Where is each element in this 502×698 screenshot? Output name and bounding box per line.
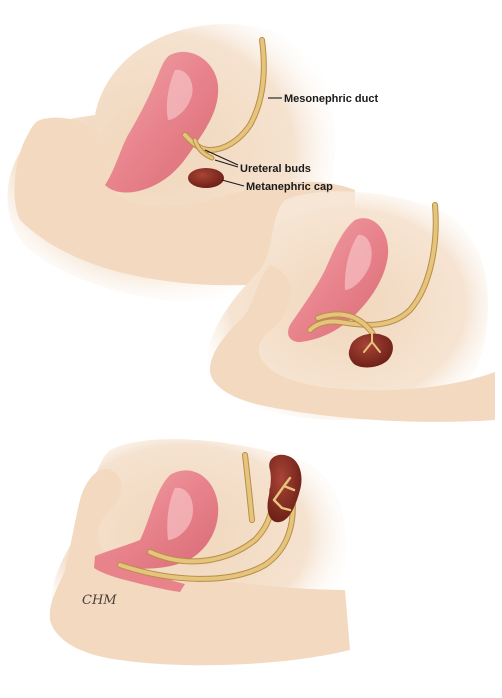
urethra [94,556,185,592]
tissue-body [49,469,350,666]
panel-ascended-kidney: CHM [49,439,350,666]
metanephric-cap-blob [188,168,224,188]
tissue-body [210,265,495,422]
bladder-highlight [166,69,193,120]
metanephros [348,333,393,368]
bladder-highlight [167,487,193,540]
leader-ureteral-buds-2 [214,159,239,168]
panel-early-budding: Mesonephric duct Ureteral buds Metanephr… [7,23,378,302]
artist-signature: CHM [82,593,117,608]
collecting-ducts [363,333,381,353]
leader-ureteral-buds-1 [204,149,239,166]
bladder-highlight [344,234,372,290]
panel-kidney-formation [208,191,495,422]
renal-calyces [272,476,296,512]
leader-metanephric-cap [221,179,245,187]
label-metanephric-cap: Metanephric cap [246,181,333,193]
label-ureteral-buds: Ureteral buds [240,163,311,175]
label-mesonephric-duct: Mesonephric duct [284,93,378,105]
kidney [267,454,302,523]
tissue-body [14,117,355,286]
